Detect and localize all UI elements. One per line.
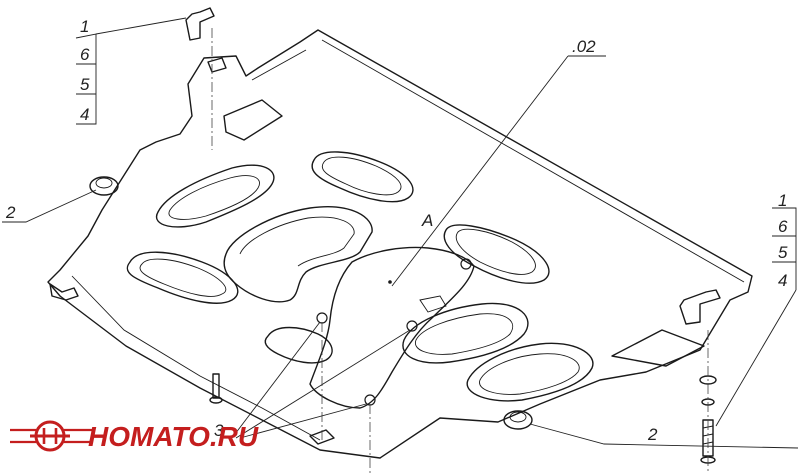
callout-top-left-5: 5 (80, 75, 90, 94)
callout-right-6: 6 (778, 217, 788, 236)
bolt-bottom (209, 373, 223, 404)
bushing-left (89, 176, 119, 196)
logo-emblem-icon (10, 420, 92, 452)
callout-top-left-1: 1 (80, 17, 89, 36)
callout-02: .02 (572, 37, 596, 56)
skid-plate-outline (47, 29, 753, 459)
bushing-right (503, 410, 533, 430)
callout-top-left-4: 4 (80, 105, 89, 124)
callout-right-5: 5 (778, 243, 788, 262)
plate-slots (126, 99, 705, 402)
callout-right-4: 4 (778, 271, 787, 290)
homato-logo: HOMATO.RU (10, 420, 259, 452)
center-lines (211, 28, 709, 474)
callout-right-1: 1 (778, 191, 787, 210)
bracket-top (185, 7, 215, 41)
callout-2-right: 2 (647, 425, 658, 444)
mark-a: A (421, 211, 433, 230)
callout-3: 3 (214, 421, 224, 440)
callout-2-left: 2 (5, 203, 16, 222)
mounting-tabs (49, 57, 335, 445)
logo-text: HOMATO.RU (88, 421, 259, 452)
bracket-right (679, 289, 721, 325)
callout-top-left-6: 6 (80, 45, 90, 64)
leader-lines (2, 17, 799, 449)
reinforcement-plate (309, 246, 475, 409)
callout-top-left: 1 6 5 4 (80, 17, 90, 124)
callout-right: 1 6 5 4 (778, 191, 788, 290)
